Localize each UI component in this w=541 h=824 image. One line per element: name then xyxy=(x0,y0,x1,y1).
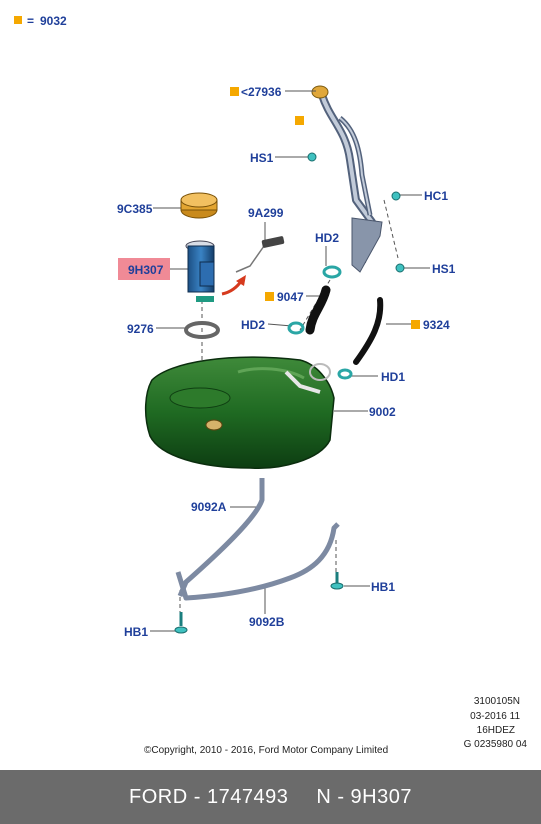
legend-swatch xyxy=(14,16,22,24)
install-arrow-head xyxy=(236,275,246,286)
footer-part-number: FORD - 1747493 xyxy=(129,785,289,808)
label-9002: 9002 xyxy=(369,405,396,419)
marker-9047 xyxy=(265,292,274,301)
highlight-9h307 xyxy=(118,258,170,280)
label-27936: <27936 xyxy=(241,85,282,99)
seal-9276 xyxy=(184,321,220,339)
leader-lines xyxy=(150,90,430,632)
label-9c385: 9C385 xyxy=(117,202,153,216)
fuel-tank-9002 xyxy=(144,356,335,469)
label-hc1: HC1 xyxy=(424,189,448,203)
copyright: ©Copyright, 2010 - 2016, Ford Motor Comp… xyxy=(144,745,388,756)
part-number-footer: FORD - 1747493 N - 9H307 xyxy=(0,770,541,824)
marker-9324 xyxy=(411,320,420,329)
label-9092b: 9092B xyxy=(249,615,285,629)
marker-27936 xyxy=(230,87,239,96)
filler-pipe xyxy=(311,85,383,273)
fuel-system-diagram: = 9032 xyxy=(14,14,528,756)
hose-9047 xyxy=(305,285,331,335)
label-hb1-left: HB1 xyxy=(124,625,148,639)
clamp-hd2-left xyxy=(287,321,305,335)
bolt-hb1-right xyxy=(330,572,344,590)
label-hs1-right: HS1 xyxy=(432,262,456,276)
label-9324: 9324 xyxy=(423,318,450,332)
bolt-hb1-left xyxy=(174,612,188,634)
clamp-hd2-top xyxy=(322,265,342,279)
strap-9092a xyxy=(177,478,265,597)
hose-9324 xyxy=(353,297,384,365)
label-hs1-top: HS1 xyxy=(250,151,274,165)
legend-equals: = xyxy=(27,14,34,28)
marker-filler-pipe xyxy=(295,116,304,125)
label-hd1: HD1 xyxy=(381,370,405,384)
label-hd2-left: HD2 xyxy=(241,318,265,332)
sender-arm-9a299 xyxy=(235,236,285,273)
label-9a299: 9A299 xyxy=(248,206,284,220)
label-hd2-top: HD2 xyxy=(315,231,339,245)
strap-9092b xyxy=(175,522,340,601)
label-9047: 9047 xyxy=(277,290,304,304)
label-hb1-right: HB1 xyxy=(371,580,395,594)
clip-hs1-top xyxy=(307,152,317,162)
label-9276: 9276 xyxy=(127,322,154,336)
footer-diagram-ref: N - 9H307 xyxy=(316,785,412,808)
clip-hc1 xyxy=(391,191,401,201)
label-9092a: 9092A xyxy=(191,500,227,514)
label-9h307: 9H307 xyxy=(128,263,164,277)
legend-code: 9032 xyxy=(40,14,67,28)
clip-hs1-right xyxy=(395,263,405,273)
lock-ring-9c385 xyxy=(180,192,218,219)
doc-info-line2: 03-2016 11 xyxy=(470,711,520,722)
doc-info-line1: 3100105N xyxy=(474,696,520,707)
fuel-pump-module-9h307 xyxy=(185,240,215,302)
doc-info-line3: 16HDEZ xyxy=(477,725,515,736)
doc-info-line4: G 0235980 04 xyxy=(464,739,528,750)
clamp-hd1 xyxy=(337,368,353,380)
